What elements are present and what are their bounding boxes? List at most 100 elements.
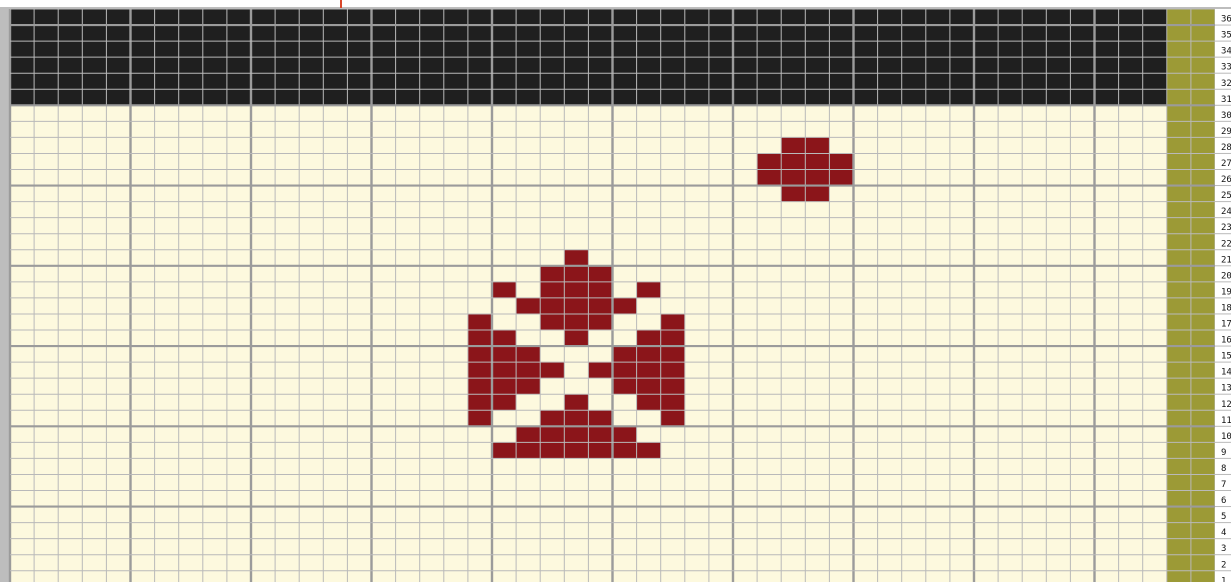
motif-cell[interactable] xyxy=(540,266,564,282)
motif-cell[interactable] xyxy=(492,362,516,378)
motif-cell[interactable] xyxy=(781,186,805,202)
motif-cell[interactable] xyxy=(468,378,492,394)
motif-cell[interactable] xyxy=(613,442,637,458)
motif-cell[interactable] xyxy=(564,314,588,330)
motif-cell[interactable] xyxy=(564,266,588,282)
motif-cell[interactable] xyxy=(661,330,685,346)
motif-cell[interactable] xyxy=(588,298,612,314)
row-number-5: 5 xyxy=(1221,512,1226,522)
row-number-20: 20 xyxy=(1221,271,1231,281)
motif-cell[interactable] xyxy=(540,426,564,442)
motif-cell[interactable] xyxy=(588,282,612,298)
row-number-23: 23 xyxy=(1221,223,1231,233)
motif-cell[interactable] xyxy=(516,426,540,442)
motif-cell[interactable] xyxy=(829,153,853,169)
motif-cell[interactable] xyxy=(637,394,661,410)
motif-cell[interactable] xyxy=(468,346,492,362)
motif-cell[interactable] xyxy=(492,442,516,458)
row-number-25: 25 xyxy=(1221,191,1231,201)
motif-cell[interactable] xyxy=(492,346,516,362)
motif-cell[interactable] xyxy=(661,394,685,410)
motif-cell[interactable] xyxy=(637,362,661,378)
motif-cell[interactable] xyxy=(516,298,540,314)
motif-cell[interactable] xyxy=(805,137,829,153)
motif-cell[interactable] xyxy=(540,442,564,458)
motif-cell[interactable] xyxy=(588,426,612,442)
motif-cell[interactable] xyxy=(516,346,540,362)
motif-cell[interactable] xyxy=(540,362,564,378)
motif-cell[interactable] xyxy=(516,378,540,394)
motif-cell[interactable] xyxy=(829,170,853,186)
motif-cell[interactable] xyxy=(492,282,516,298)
motif-cell[interactable] xyxy=(564,410,588,426)
motif-cell[interactable] xyxy=(540,298,564,314)
motif-cell[interactable] xyxy=(564,282,588,298)
motif-cell[interactable] xyxy=(637,282,661,298)
motif-cell[interactable] xyxy=(805,170,829,186)
motif-cell[interactable] xyxy=(564,394,588,410)
motif-cell[interactable] xyxy=(661,410,685,426)
motif-cell[interactable] xyxy=(588,314,612,330)
motif-cell[interactable] xyxy=(661,314,685,330)
row-number-10: 10 xyxy=(1221,432,1231,442)
row-number-27: 27 xyxy=(1221,159,1231,169)
motif-cell[interactable] xyxy=(492,394,516,410)
motif-cell[interactable] xyxy=(661,378,685,394)
motif-cell[interactable] xyxy=(540,410,564,426)
motif-cell[interactable] xyxy=(588,266,612,282)
row-number-1: 1 xyxy=(1221,576,1226,582)
motif-cell[interactable] xyxy=(637,442,661,458)
motif-cell[interactable] xyxy=(564,426,588,442)
motif-cell[interactable] xyxy=(516,362,540,378)
motif-cell[interactable] xyxy=(613,362,637,378)
motif-cell[interactable] xyxy=(468,394,492,410)
motif-cell[interactable] xyxy=(613,426,637,442)
motif-cell[interactable] xyxy=(468,330,492,346)
motif-cell[interactable] xyxy=(564,442,588,458)
row-number-28: 28 xyxy=(1221,143,1231,153)
motif-cell[interactable] xyxy=(540,314,564,330)
row-number-18: 18 xyxy=(1221,303,1231,313)
motif-cell[interactable] xyxy=(805,153,829,169)
motif-cell[interactable] xyxy=(588,410,612,426)
motif-cell[interactable] xyxy=(588,362,612,378)
row-number-19: 19 xyxy=(1221,287,1231,297)
motif-cell[interactable] xyxy=(492,378,516,394)
motif-cell[interactable] xyxy=(637,346,661,362)
row-number-32: 32 xyxy=(1221,79,1231,89)
motif-cell[interactable] xyxy=(661,362,685,378)
motif-cell[interactable] xyxy=(613,378,637,394)
motif-cell[interactable] xyxy=(564,330,588,346)
motif-cell[interactable] xyxy=(564,250,588,266)
motif-cell[interactable] xyxy=(637,330,661,346)
motif-cell[interactable] xyxy=(781,137,805,153)
motif-cell[interactable] xyxy=(757,153,781,169)
motif-cell[interactable] xyxy=(468,362,492,378)
motif-cell[interactable] xyxy=(588,442,612,458)
motif-cell[interactable] xyxy=(468,314,492,330)
motif-cell[interactable] xyxy=(468,410,492,426)
motif-cell[interactable] xyxy=(637,378,661,394)
motif-cell[interactable] xyxy=(516,442,540,458)
motif-cell[interactable] xyxy=(540,282,564,298)
row-number-2: 2 xyxy=(1221,560,1226,570)
motif-cell[interactable] xyxy=(492,330,516,346)
row-number-4: 4 xyxy=(1221,528,1226,538)
motif-cell[interactable] xyxy=(564,298,588,314)
motif-cell[interactable] xyxy=(661,346,685,362)
row-number-8: 8 xyxy=(1221,464,1226,474)
row-number-11: 11 xyxy=(1221,416,1231,426)
row-number-15: 15 xyxy=(1221,352,1231,362)
row-number-16: 16 xyxy=(1221,336,1231,346)
row-number-21: 21 xyxy=(1221,255,1231,265)
motif-cell[interactable] xyxy=(781,170,805,186)
row-marker-icon xyxy=(340,0,342,8)
row-number-31: 31 xyxy=(1221,95,1231,105)
motif-cell[interactable] xyxy=(781,153,805,169)
motif-cell[interactable] xyxy=(613,346,637,362)
motif-cell[interactable] xyxy=(805,186,829,202)
row-number-6: 6 xyxy=(1221,496,1226,506)
motif-cell[interactable] xyxy=(757,170,781,186)
motif-cell[interactable] xyxy=(613,298,637,314)
